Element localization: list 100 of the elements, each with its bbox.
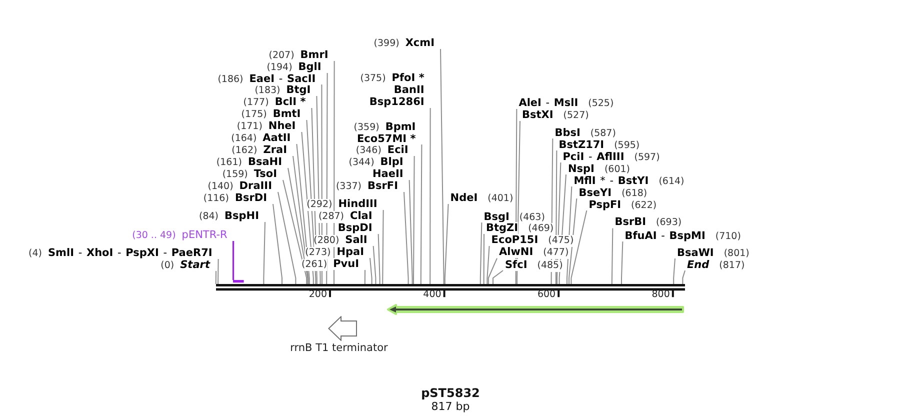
site-position: (597) bbox=[634, 152, 660, 164]
site-position: (463) bbox=[519, 212, 545, 224]
leader-line bbox=[673, 258, 676, 284]
site-position: (375) bbox=[360, 73, 386, 85]
enzyme-name: BsrDI bbox=[234, 192, 267, 204]
enzyme-name: HaeII bbox=[372, 168, 404, 180]
enzyme-name: PciI - AflIII bbox=[562, 150, 624, 162]
site-position: (84) bbox=[199, 211, 219, 223]
enzyme-name: SmlI - XhoI - PspXI - PaeR7I bbox=[48, 247, 212, 259]
site-position: (280) bbox=[314, 235, 340, 247]
leader-line bbox=[568, 198, 578, 284]
site-position: (344) bbox=[348, 157, 374, 169]
enzyme-name: BstXI bbox=[522, 109, 554, 121]
primer-range: (30 .. 49) bbox=[132, 230, 176, 242]
enzyme-name: BseYI bbox=[578, 186, 612, 198]
enzyme-name: ZraI bbox=[263, 144, 287, 156]
site-position: (273) bbox=[305, 247, 331, 259]
enzyme-name: AlwNI bbox=[499, 246, 534, 258]
site-position: (186) bbox=[218, 74, 244, 86]
enzyme-name: PvuI bbox=[333, 258, 359, 270]
site-position: (587) bbox=[590, 128, 616, 140]
enzyme-name: BmrI bbox=[300, 49, 328, 61]
site-position: (346) bbox=[356, 145, 382, 157]
leader-line bbox=[444, 204, 449, 284]
primer-name: pENTR-R bbox=[182, 229, 228, 241]
enzyme-name: HpaI bbox=[336, 246, 364, 258]
leader-line bbox=[488, 258, 498, 284]
enzyme-name: BstZ17I bbox=[558, 138, 604, 150]
leader-line bbox=[486, 246, 490, 284]
enzyme-name: AatII bbox=[262, 132, 291, 144]
enzyme-name: MflI* - BstYI bbox=[574, 174, 649, 186]
site-position: (817) bbox=[719, 260, 745, 272]
site-position: (159) bbox=[222, 169, 248, 181]
site-position: (161) bbox=[216, 157, 242, 169]
leader-line bbox=[440, 48, 444, 284]
site-position: (401) bbox=[488, 193, 514, 205]
enzyme-name: BglI bbox=[298, 61, 322, 73]
map-title: pST5832 bbox=[421, 387, 480, 400]
enzyme-name: BclI * bbox=[274, 96, 306, 108]
enzyme-name: DraIII bbox=[239, 180, 272, 192]
leader-line bbox=[218, 258, 219, 284]
site-position: (614) bbox=[658, 176, 684, 188]
enzyme-name: TsoI bbox=[254, 168, 277, 180]
site-position: (618) bbox=[622, 188, 648, 200]
leader-line bbox=[682, 270, 686, 284]
enzyme-name: BspHI bbox=[224, 210, 259, 222]
enzyme-name: BtgZI bbox=[486, 222, 518, 234]
leader-line bbox=[378, 234, 380, 284]
site-position: (527) bbox=[563, 110, 589, 122]
enzyme-name: BsgI bbox=[484, 210, 510, 222]
enzyme-name: PspFI bbox=[588, 198, 622, 210]
leader-line bbox=[382, 210, 384, 284]
enzyme-name: NspI bbox=[568, 162, 594, 174]
enzyme-name: XcmI bbox=[405, 37, 434, 49]
enzyme-name: SalI bbox=[345, 234, 368, 246]
leader-line bbox=[430, 108, 431, 284]
leader-line bbox=[370, 258, 372, 284]
leader-line bbox=[215, 270, 216, 284]
site-position: (4) bbox=[28, 248, 42, 260]
leader-line bbox=[278, 192, 296, 284]
tick-label: 600 bbox=[537, 289, 556, 300]
site-position: (287) bbox=[318, 211, 344, 223]
enzyme-name: BsaWI bbox=[677, 246, 714, 258]
tick-label: 200 bbox=[308, 289, 327, 300]
leader-line bbox=[408, 180, 413, 284]
leader-line bbox=[292, 156, 309, 284]
site-position: (485) bbox=[537, 260, 563, 272]
leader-line bbox=[372, 246, 376, 284]
site-position: (337) bbox=[336, 181, 362, 193]
site-position: (171) bbox=[236, 121, 262, 133]
site-position: (207) bbox=[268, 50, 294, 62]
enzyme-name: BfuAI - BspMI bbox=[624, 230, 706, 242]
enzyme-name: EcoP15I bbox=[491, 234, 538, 246]
site-position: (525) bbox=[588, 98, 614, 110]
site-position: (710) bbox=[715, 230, 741, 242]
enzyme-name: BpmI bbox=[385, 120, 416, 132]
enzyme-name: Bsp1286I bbox=[369, 96, 424, 108]
site-position: (0) bbox=[160, 260, 174, 272]
site-position: (693) bbox=[656, 217, 682, 230]
site-position: (292) bbox=[306, 199, 332, 211]
enzyme-name: BlpI bbox=[380, 156, 404, 168]
site-position: (359) bbox=[354, 122, 380, 134]
sequence-length: 817 bp bbox=[431, 400, 470, 413]
site-position: (801) bbox=[724, 248, 750, 260]
enzyme-name: BbsI bbox=[554, 126, 580, 138]
site-position: (194) bbox=[266, 62, 292, 74]
leader-line bbox=[483, 234, 484, 284]
site-position: (469) bbox=[528, 223, 554, 235]
leader-line bbox=[480, 222, 482, 284]
leader-line bbox=[611, 228, 614, 284]
enzyme-name: Eco57MI * bbox=[356, 132, 416, 144]
enzyme-name: NdeI bbox=[450, 192, 478, 204]
tick-label: 400 bbox=[423, 289, 442, 300]
enzyme-name: BanII bbox=[394, 84, 424, 96]
leader-line bbox=[621, 241, 624, 284]
site-position: (595) bbox=[614, 140, 640, 152]
site-position: (162) bbox=[232, 145, 258, 157]
enzyme-name: BmtI bbox=[272, 108, 301, 120]
leader-line bbox=[404, 192, 409, 284]
leader-line bbox=[288, 168, 308, 284]
